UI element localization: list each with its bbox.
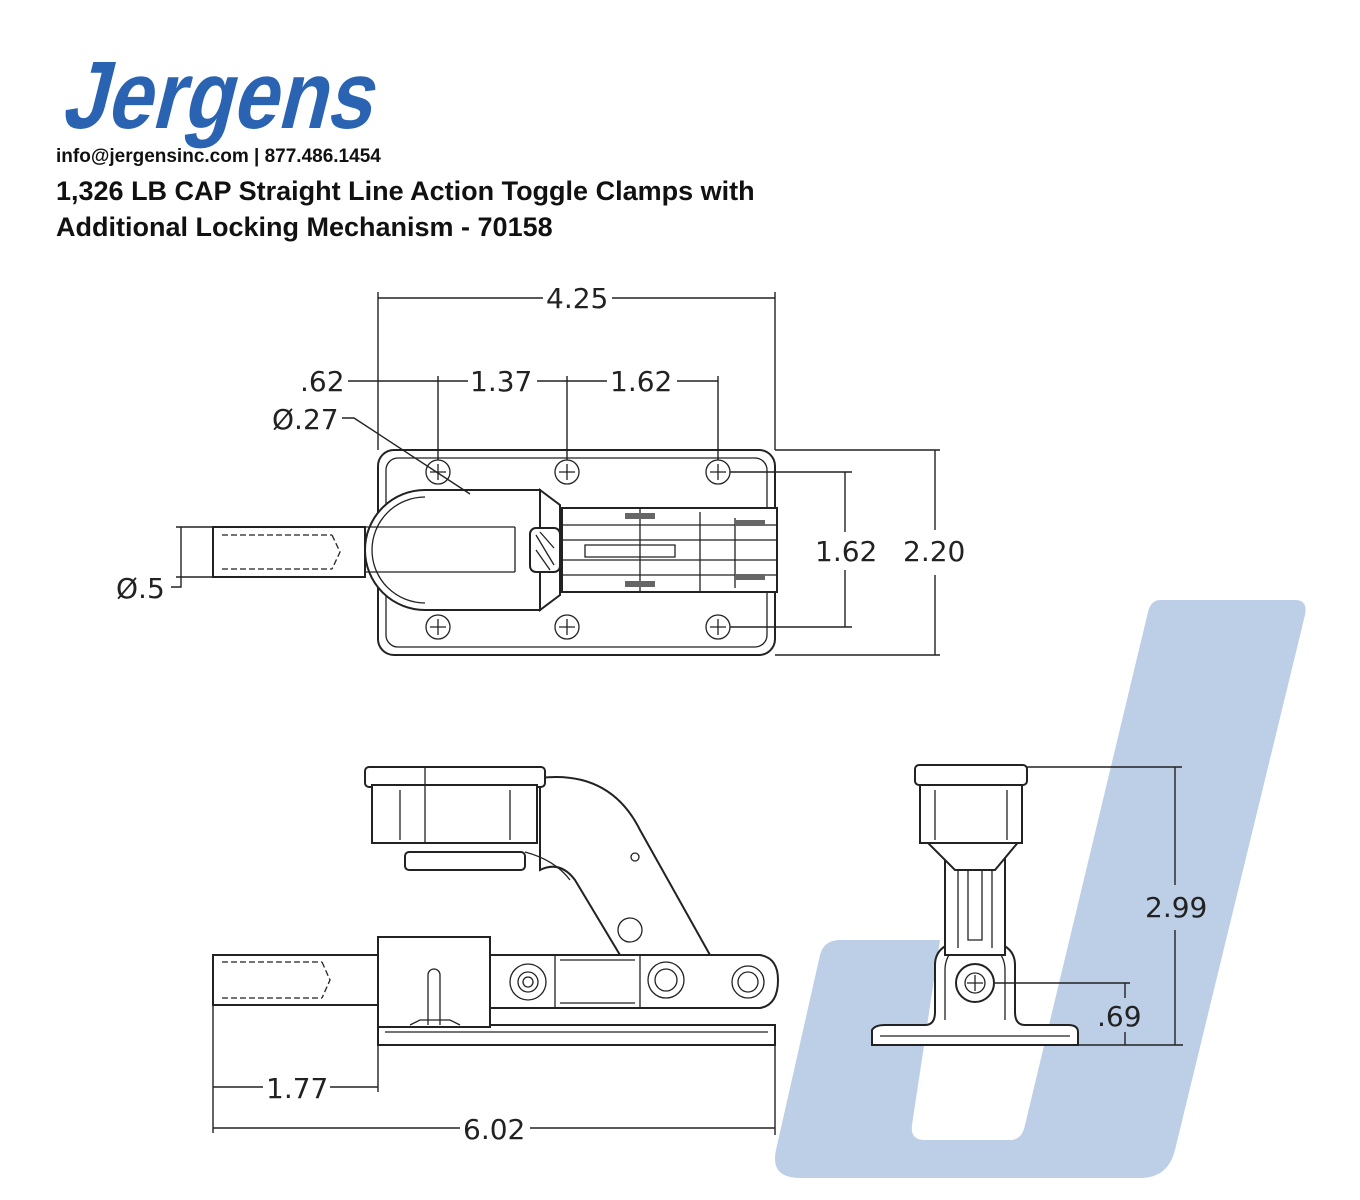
dim-hole-spacing-1: 1.37 [470,365,532,398]
dim-overall-height: 2.99 [1145,891,1207,924]
dim-plunger-diameter: Ø.5 [116,572,165,605]
dim-hole-offset: .62 [300,365,345,398]
jergens-logo: Jergens [55,41,392,148]
logo-text: Jergens [55,41,392,148]
dim-overall-length: 4.25 [546,282,608,315]
product-title-line-1: 1,326 LB CAP Straight Line Action Toggle… [56,176,755,206]
dim-hole-diameter: Ø.27 [272,403,339,436]
end-view [871,764,1079,1046]
dim-plunger-extension: 1.77 [266,1072,328,1105]
dim-hole-row-spacing: 1.62 [815,535,877,568]
dim-hole-spacing-2: 1.62 [610,365,672,398]
top-view [212,449,778,656]
dim-side-overall-length: 6.02 [463,1113,525,1146]
dim-pivot-height: .69 [1097,1000,1142,1033]
side-view [212,766,780,1046]
product-title-line-2: Additional Locking Mechanism - 70158 [56,212,553,242]
top-view-dimensions: 4.25 .62 1.37 1.62 Ø.27 Ø.5 1.62 2.20 [116,282,965,656]
contact-info: info@jergensinc.com | 877.486.1454 [56,146,381,167]
end-view-dimensions: 2.99 .69 [995,766,1207,1046]
watermark-j-logo [775,600,1306,1178]
side-view-dimensions: 1.77 6.02 [212,1005,776,1146]
dim-base-width: 2.20 [903,535,965,568]
